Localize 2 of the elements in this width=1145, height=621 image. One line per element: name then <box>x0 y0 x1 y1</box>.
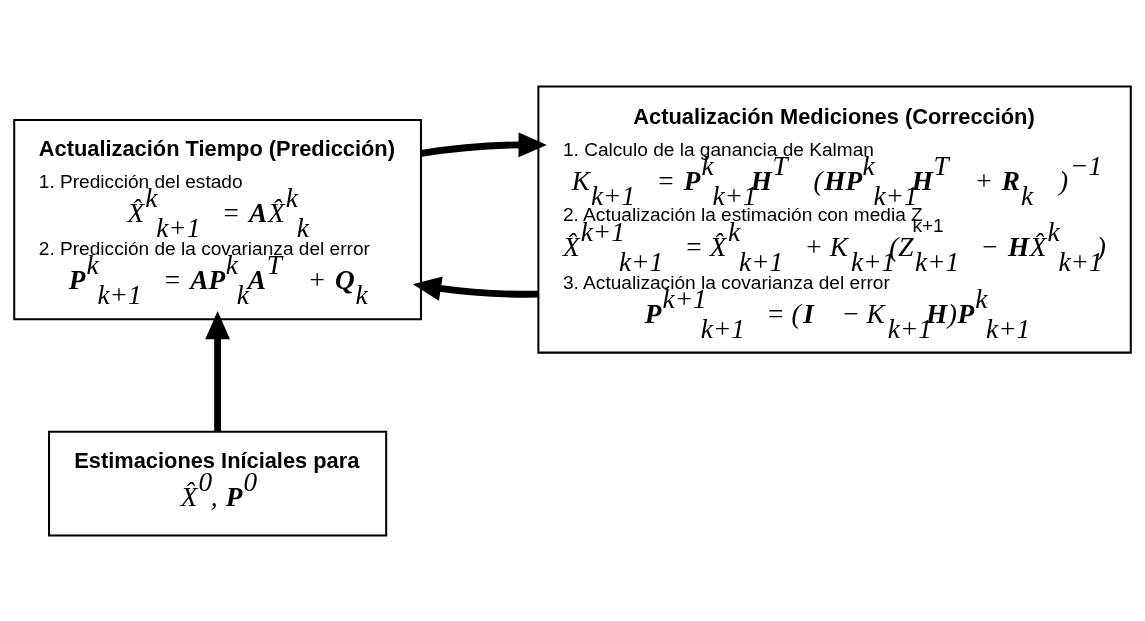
arrow <box>420 131 547 157</box>
arrow <box>412 275 539 301</box>
